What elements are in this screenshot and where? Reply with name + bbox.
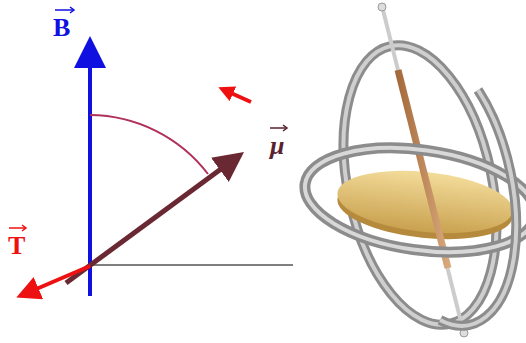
moment-label: μ (270, 133, 284, 159)
torque-label: T (8, 233, 25, 259)
field-label: B (53, 15, 70, 41)
gyroscope (298, 3, 526, 339)
